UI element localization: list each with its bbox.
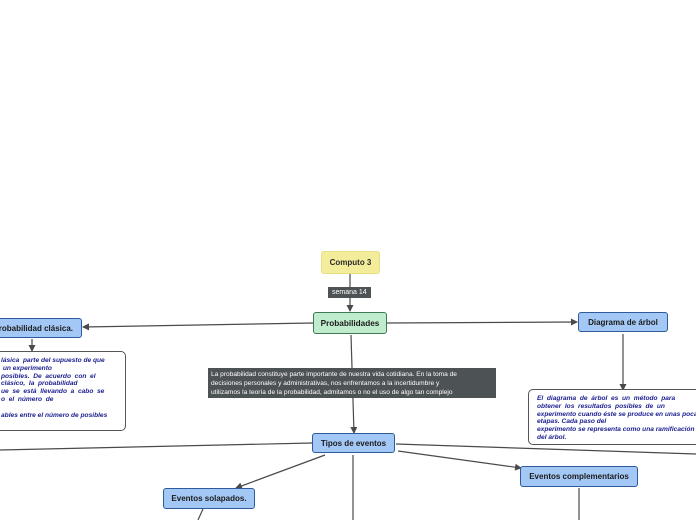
complementary-events-node[interactable]: Eventos complementarios bbox=[520, 466, 638, 487]
main-topic-label: Probabilidades bbox=[320, 318, 380, 328]
classic-probability-label: Probabilidad clásica. bbox=[0, 323, 73, 333]
main-description-line-1: La probabilidad constituye parte importa… bbox=[211, 371, 457, 378]
tree-diagram-node[interactable]: Diagrama de árbol bbox=[578, 312, 668, 332]
tree-diagram-note: El diagrama de árbol es un método para o… bbox=[528, 389, 696, 445]
tree-diagram-note-text: El diagrama de árbol es un método para o… bbox=[537, 395, 696, 441]
main-description-note: La probabilidad constituye parte importa… bbox=[208, 368, 496, 398]
root-node[interactable]: Computo 3 bbox=[321, 251, 380, 274]
event-types-label: Tipos de eventos bbox=[320, 438, 387, 448]
classic-probability-note: lásica parte del supuesto de que un expe… bbox=[0, 351, 126, 431]
edge-events-to-overlapping bbox=[235, 454, 326, 490]
tree-diagram-label: Diagrama de árbol bbox=[588, 317, 658, 327]
main-description-line-3: utilizamos la teoría de la probabilidad,… bbox=[211, 389, 453, 396]
edge-overlapping-down bbox=[197, 508, 204, 520]
complementary-events-label: Eventos complementarios bbox=[529, 472, 629, 481]
edge-events-to-right-offscreen bbox=[395, 443, 696, 455]
edge-main-to-tree bbox=[386, 318, 578, 326]
week-tag: semana 14 bbox=[328, 287, 371, 298]
edge-main-to-classic bbox=[82, 322, 314, 331]
classic-probability-node[interactable]: Probabilidad clásica. bbox=[0, 318, 82, 338]
event-types-node[interactable]: Tipos de eventos bbox=[312, 433, 395, 453]
overlapping-events-label: Eventos solapados. bbox=[171, 494, 247, 503]
overlapping-events-node[interactable]: Eventos solapados. bbox=[163, 488, 255, 509]
edge-events-to-left-offscreen bbox=[0, 442, 313, 451]
classic-probability-note-text: lásica parte del supuesto de que un expe… bbox=[1, 357, 108, 419]
root-node-label: Computo 3 bbox=[329, 258, 372, 267]
main-topic-node[interactable]: Probabilidades bbox=[313, 312, 387, 334]
edge-events-to-complementary bbox=[397, 450, 522, 471]
main-description-line-2: decisiones personales y administrativas,… bbox=[211, 380, 440, 387]
